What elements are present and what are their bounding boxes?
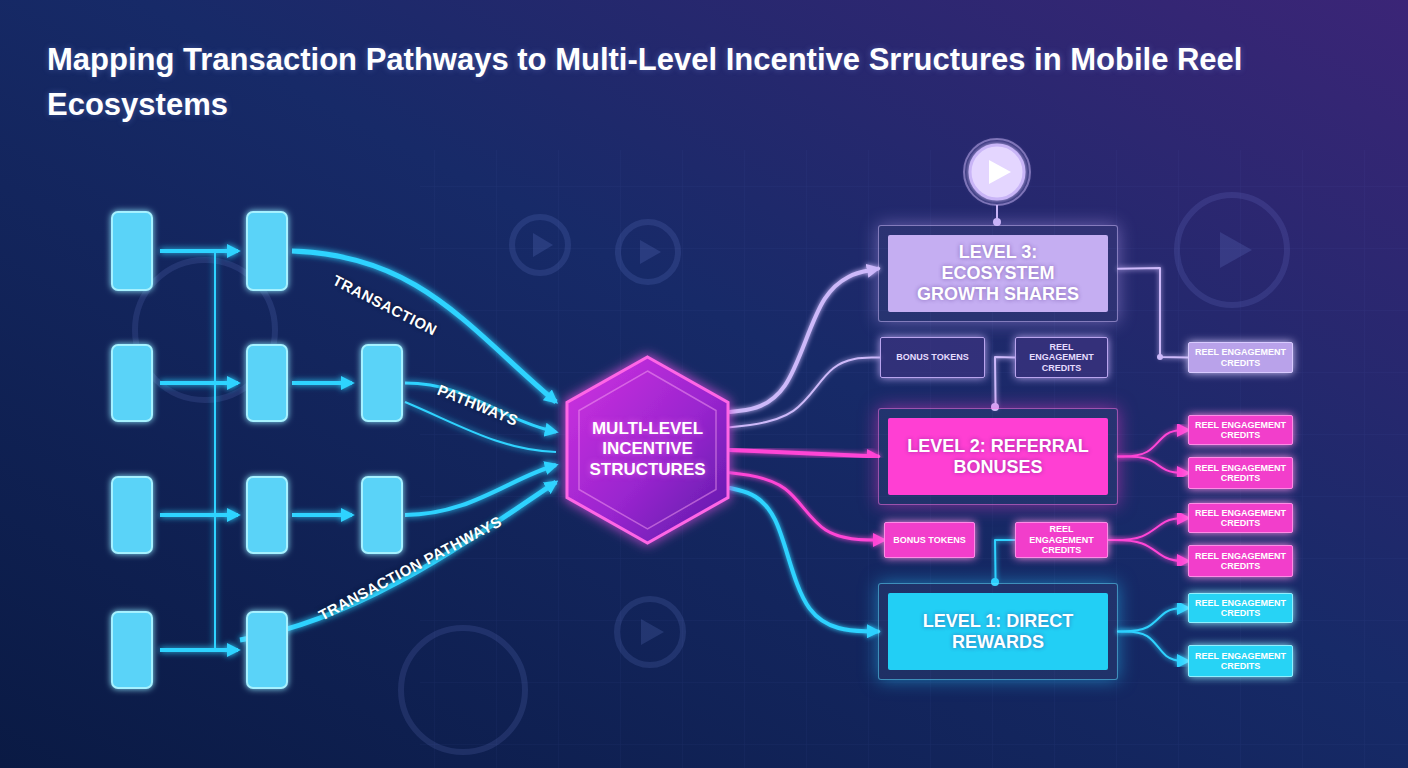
token-chip: BONUS TOKENS <box>884 522 975 558</box>
chip-text: REEL ENGAGEMENT CREDITS <box>1016 338 1107 377</box>
connector <box>1118 456 1188 473</box>
play-triangle <box>989 160 1011 184</box>
connector <box>1118 608 1188 632</box>
connector <box>730 269 878 412</box>
flow-line <box>214 251 216 650</box>
connector <box>1118 268 1188 358</box>
phone-icon <box>112 345 152 421</box>
level-box: LEVEL 1: DIRECT REWARDS <box>878 583 1118 680</box>
faint-triangle <box>641 619 664 645</box>
connector <box>1118 631 1188 661</box>
connector <box>985 357 1015 359</box>
faint-triangle <box>1220 232 1252 268</box>
diagram-title: Mapping Transaction Pathways to Multi-Le… <box>47 37 1297 127</box>
credit-chip: REEL ENGAGEMENT CREDITS <box>1188 545 1293 577</box>
chip-text: REEL ENGAGEMENT CREDITS <box>1189 546 1292 576</box>
connector <box>1118 430 1188 457</box>
level-title: LEVEL 3: ECOSYSTEM GROWTH SHARES <box>888 235 1108 312</box>
connector <box>995 540 1015 583</box>
phone-icon <box>247 612 287 688</box>
chip-text: REEL ENGAGEMENT CREDITS <box>1189 504 1292 532</box>
connector <box>1108 540 1188 561</box>
faint-play-icons <box>135 195 1287 752</box>
credit-chip: REEL ENGAGEMENT CREDITS <box>1188 593 1293 623</box>
level-title: LEVEL 1: DIRECT REWARDS <box>888 593 1108 670</box>
phone-icon <box>362 477 402 553</box>
faint-circle <box>617 599 683 665</box>
connector <box>995 357 1015 408</box>
level-box: LEVEL 3: ECOSYSTEM GROWTH SHARES <box>878 225 1118 322</box>
credit-chip: REEL ENGAGEMENT CREDITS <box>1188 503 1293 533</box>
flow-curve <box>292 251 556 402</box>
faint-circle <box>401 628 525 752</box>
connector <box>730 358 880 428</box>
connector <box>730 488 878 632</box>
phone-icon <box>247 477 287 553</box>
play-circle <box>970 145 1024 199</box>
connector <box>730 473 884 540</box>
credit-chip: REEL ENGAGEMENT CREDITS <box>1188 645 1293 677</box>
flow-arrow <box>160 513 238 517</box>
faint-circle <box>1177 195 1287 305</box>
faint-circle <box>618 222 678 282</box>
token-chip: BONUS TOKENS <box>880 337 985 378</box>
faint-circle <box>512 217 568 273</box>
grid <box>420 150 1408 768</box>
transaction-flows <box>160 251 556 650</box>
chip-text: REEL ENGAGEMENT CREDITS <box>1189 343 1292 372</box>
credit-chip: REEL ENGAGEMENT CREDITS <box>1188 415 1293 445</box>
play-badge <box>964 139 1030 226</box>
chip-text: REEL ENGAGEMENT CREDITS <box>1016 523 1107 557</box>
connector <box>730 450 878 457</box>
level-title: LEVEL 2: REFERRAL BONUSES <box>888 418 1108 495</box>
chip-text: BONUS TOKENS <box>881 338 984 377</box>
phone-icon <box>112 477 152 553</box>
hub-title: MULTI-LEVEL INCENTIVE STRUCTURES <box>578 419 718 480</box>
credit-chip: REEL ENGAGEMENT CREDITS <box>1188 342 1293 373</box>
flow-curve <box>405 465 556 515</box>
flow-arrow <box>160 249 238 253</box>
faint-triangle <box>533 233 553 257</box>
faint-triangle <box>640 240 661 264</box>
credit-chip: REEL ENGAGEMENT CREDITS <box>1188 457 1293 489</box>
phone-icon <box>112 212 152 290</box>
connector <box>1108 518 1188 540</box>
connector <box>1108 357 1188 359</box>
hexagon-hub: MULTI-LEVEL INCENTIVE STRUCTURES <box>565 355 730 545</box>
phone-icon <box>247 212 287 290</box>
chip-text: REEL ENGAGEMENT CREDITS <box>1189 594 1292 622</box>
credit-chip: REEL ENGAGEMENT CREDITS <box>1015 522 1108 558</box>
connector <box>975 539 1015 541</box>
hexagon-outline <box>567 357 728 543</box>
phone-icon <box>112 612 152 688</box>
chip-text: REEL ENGAGEMENT CREDITS <box>1189 646 1292 676</box>
flow-arrow <box>292 381 352 385</box>
chip-text: REEL ENGAGEMENT CREDITS <box>1189 458 1292 488</box>
phone-icon <box>362 345 402 421</box>
chip-text: REEL ENGAGEMENT CREDITS <box>1189 416 1292 444</box>
play-ring <box>964 139 1030 205</box>
level-box: LEVEL 2: REFERRAL BONUSES <box>878 408 1118 505</box>
credit-chip: REEL ENGAGEMENT CREDITS <box>1015 337 1108 378</box>
phone-icon <box>247 345 287 421</box>
flow-arrow <box>160 648 238 652</box>
chip-text: BONUS TOKENS <box>885 523 974 557</box>
flow-arrow <box>160 381 238 385</box>
junction-dot <box>1157 354 1163 360</box>
flow-arrow <box>292 513 352 517</box>
